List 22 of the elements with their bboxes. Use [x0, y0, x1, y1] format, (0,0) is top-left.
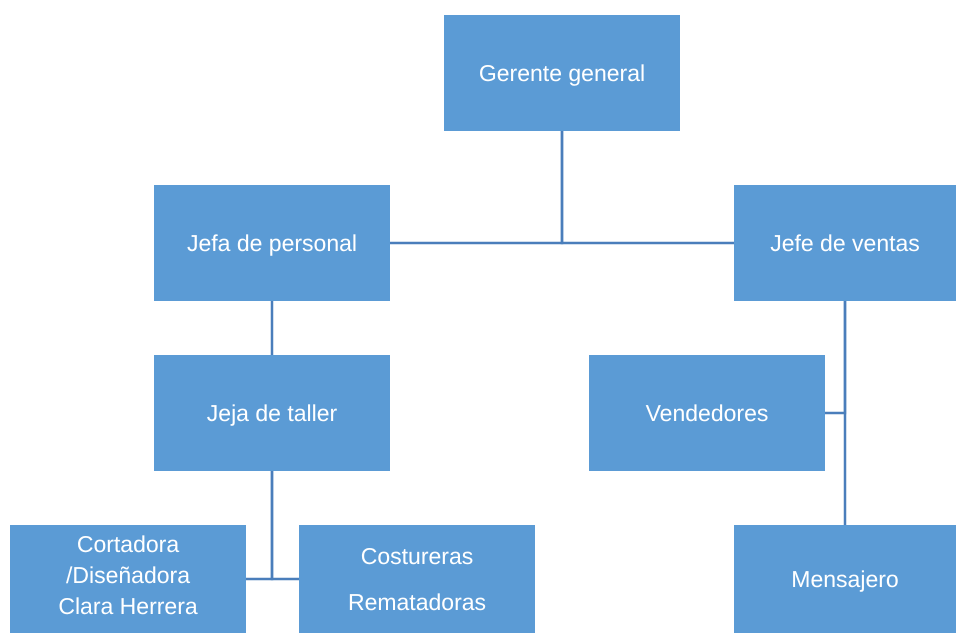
connector-line [270, 301, 274, 355]
org-box [734, 185, 956, 301]
role-label: Costureras [360, 542, 474, 571]
org-box [734, 525, 956, 633]
connector-line [560, 131, 734, 244]
org-box [444, 15, 680, 131]
role-label: Gerente general [478, 60, 646, 86]
role-label: Clara Herrera [58, 592, 198, 621]
role-label: Vendedores [646, 400, 768, 426]
role-label: Cortadora /Diseñadora [64, 530, 192, 590]
role-label: Jeja de taller [206, 400, 338, 426]
role-label: Jefe de ventas [770, 230, 920, 256]
connector-line [270, 471, 299, 580]
org-box [154, 185, 390, 301]
role-label: Jefa de personal [186, 230, 358, 256]
role-label: Mensajero [791, 566, 899, 592]
role-label: Rematadoras [348, 588, 486, 617]
org-box [154, 355, 390, 471]
org-box [299, 525, 535, 633]
org-box [589, 355, 825, 471]
org-box [10, 525, 246, 633]
connector-line [844, 301, 846, 525]
